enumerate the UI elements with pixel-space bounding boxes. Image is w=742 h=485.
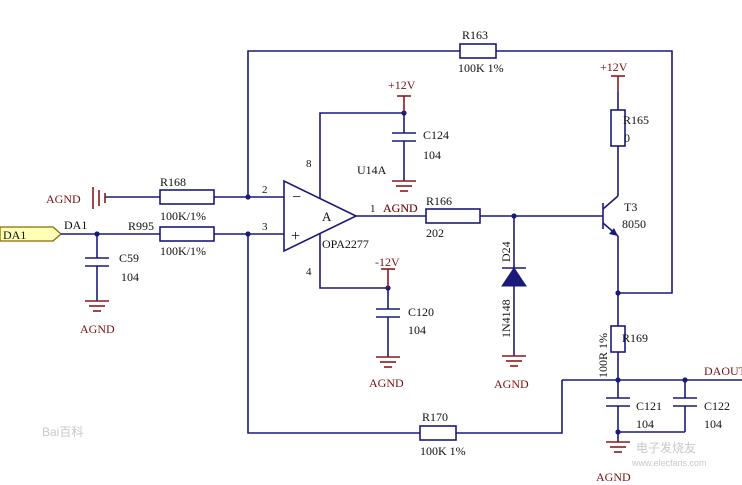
r995-ref: R995 [128, 219, 154, 233]
r169-value: 100R 1% [596, 333, 610, 378]
r163-value: 100K 1% [458, 61, 504, 75]
opamp-vplus-supply: 8 +12V [306, 78, 416, 199]
agnd-label-d24: AGND [494, 377, 529, 391]
r169-ref: R169 [622, 331, 648, 345]
resistor-r166: R166 202 [425, 194, 481, 240]
watermark-right: 电子发烧友 [636, 440, 696, 455]
opamp-u14a: − + A U14A OPA2277 [283, 163, 387, 253]
opamp-unit-label: A [322, 209, 332, 224]
agnd-label-c120: AGND [369, 376, 404, 390]
r165-value: 0 [624, 131, 630, 145]
agnd-label-input: AGND [46, 192, 81, 206]
agnd-input-ground: AGND [46, 187, 160, 209]
r166-ref: R166 [426, 194, 452, 208]
resistor-r169: R169 100R 1% [596, 325, 648, 378]
junction-emitter [615, 290, 621, 296]
pin-8-label: 8 [306, 158, 312, 170]
agnd-c59-ground: AGND [80, 300, 115, 336]
da1-port: DA1 DA1 [0, 218, 87, 242]
t3-vpos-supply: +12V [600, 60, 628, 110]
capacitor-c124: C124 104 [392, 113, 449, 181]
c121-ref: C121 [636, 399, 662, 413]
da1-port-label: DA1 [3, 228, 26, 242]
pin-1-label: 1 [370, 203, 376, 215]
vpos-label-t3: +12V [600, 60, 628, 74]
r168-ref: R168 [160, 175, 186, 189]
transistor-t3: T3 8050 [602, 195, 646, 237]
resistor-r168: R168 100K/1% [159, 175, 215, 223]
agnd-c121-ground: AGND [596, 441, 631, 484]
agnd-label-output: AGND [383, 201, 418, 215]
c59-ref: C59 [119, 251, 139, 265]
r170-ref: R170 [422, 410, 448, 424]
pin-3-label: 3 [262, 221, 268, 233]
agnd-c120-ground: AGND [369, 356, 404, 390]
c59-value: 104 [121, 270, 139, 284]
resistor-r170: R170 100K 1% [419, 410, 466, 458]
d24-ref: D24 [499, 241, 513, 262]
opamp-plus-sign: + [291, 228, 300, 245]
agnd-c124-ground: AGND [383, 180, 418, 215]
resistor-r163: R163 100K 1% [458, 28, 504, 75]
pin-2-label: 2 [262, 184, 268, 196]
watermark-right-url: www.elecfans.com [631, 458, 707, 468]
t3-value: 8050 [622, 217, 646, 231]
opamp-minus-sign: − [292, 189, 301, 206]
r165-ref: R165 [623, 113, 649, 127]
t3-ref: T3 [624, 200, 637, 214]
c121-value: 104 [636, 417, 654, 431]
u14a-ref: U14A [357, 163, 387, 177]
r170-value: 100K 1% [420, 444, 466, 458]
c122-ref: C122 [704, 399, 730, 413]
vpos-label-opamp: +12V [388, 78, 416, 92]
r166-value: 202 [426, 226, 444, 240]
d24-value: 1N4148 [499, 299, 513, 338]
resistor-r995: R995 100K/1% [128, 219, 215, 258]
c124-ref: C124 [423, 128, 449, 142]
junction-inv [245, 194, 251, 200]
c124-value: 104 [423, 148, 441, 162]
watermark-left: Bai百科 [42, 425, 83, 439]
daout-label: DAOUT [704, 364, 742, 378]
c120-value: 104 [408, 323, 426, 337]
agnd-label-c124: AGND [383, 201, 418, 215]
capacitor-c121: C121 104 [606, 397, 662, 442]
r168-value: 100K/1% [160, 209, 206, 223]
feedback-r170-wire [247, 234, 563, 434]
vneg-label: -12V [375, 255, 400, 269]
pin-4-label: 4 [306, 266, 312, 278]
feedback-r163-wire [247, 50, 673, 294]
opamp-vminus-supply: 4 -12V [306, 233, 400, 291]
opamp-part-label: OPA2277 [322, 237, 369, 251]
r163-ref: R163 [462, 28, 488, 42]
r995-value: 100K/1% [160, 244, 206, 258]
daout-net: DAOUT [562, 364, 742, 383]
capacitor-c122: C122 104 [615, 380, 730, 435]
capacitor-c59: C59 104 [85, 234, 139, 301]
resistor-r165: R165 0 [610, 109, 649, 147]
diode-d24: D24 1N4148 [499, 216, 527, 356]
agnd-label-c59: AGND [80, 322, 115, 336]
c122-value: 104 [704, 417, 722, 431]
agnd-d24-ground: AGND [494, 355, 529, 391]
capacitor-c120: C120 104 [376, 288, 434, 357]
agnd-label-c121: AGND [596, 470, 631, 484]
da1-net-label: DA1 [64, 218, 87, 232]
c120-ref: C120 [408, 305, 434, 319]
